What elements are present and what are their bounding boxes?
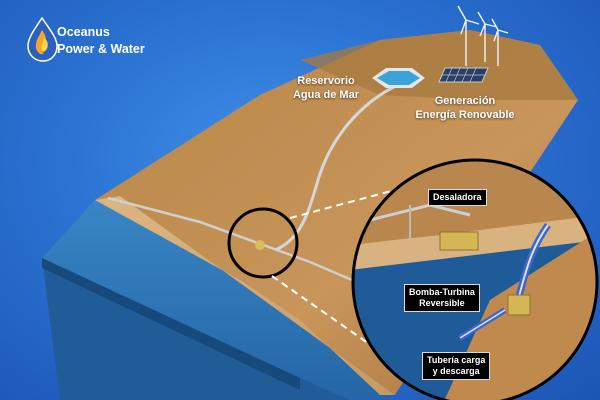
zoom-leader-lines: [271, 189, 396, 356]
coastal-pipeline: [107, 196, 381, 294]
wind-turbines: [457, 5, 509, 66]
pump-turbine-callout: Bomba-Turbina Reversible: [404, 284, 480, 312]
pump-turbine-callout-line-2: Reversible: [419, 298, 465, 308]
reservoir-label: Reservorio Agua de Mar: [278, 74, 374, 102]
brand-name: Oceanus Power & Water: [57, 24, 145, 58]
renewable-label-line-1: Generación: [434, 95, 496, 107]
pump-turbine-callout-line-1: Bomba-Turbina: [409, 287, 475, 297]
terrain: [95, 30, 578, 395]
desalination-callout: Desaladora: [428, 189, 487, 206]
pipe-callout-line-2: y descarga: [432, 366, 480, 376]
brand-line-1: Oceanus: [57, 25, 110, 39]
reservoir: [372, 68, 425, 88]
zoom-detail-border: [351, 158, 599, 400]
pipe-callout-line-1: Tubería carga: [427, 355, 486, 365]
reservoir-label-line-2: Agua de Mar: [292, 89, 359, 101]
renewable-label: Generación Energía Renovable: [400, 94, 530, 122]
desalination-callout-text: Desaladora: [433, 192, 482, 202]
drop-flame-icon: [27, 16, 58, 62]
brand-line-2: Power & Water: [57, 42, 145, 56]
renewable-label-line-2: Energía Renovable: [415, 109, 515, 121]
sea: [42, 196, 395, 400]
reservoir-label-line-1: Reservorio: [297, 75, 355, 87]
highlight-circle: [227, 207, 299, 279]
pipe-callout: Tubería carga y descarga: [422, 352, 491, 380]
solar-panels: [438, 67, 489, 83]
